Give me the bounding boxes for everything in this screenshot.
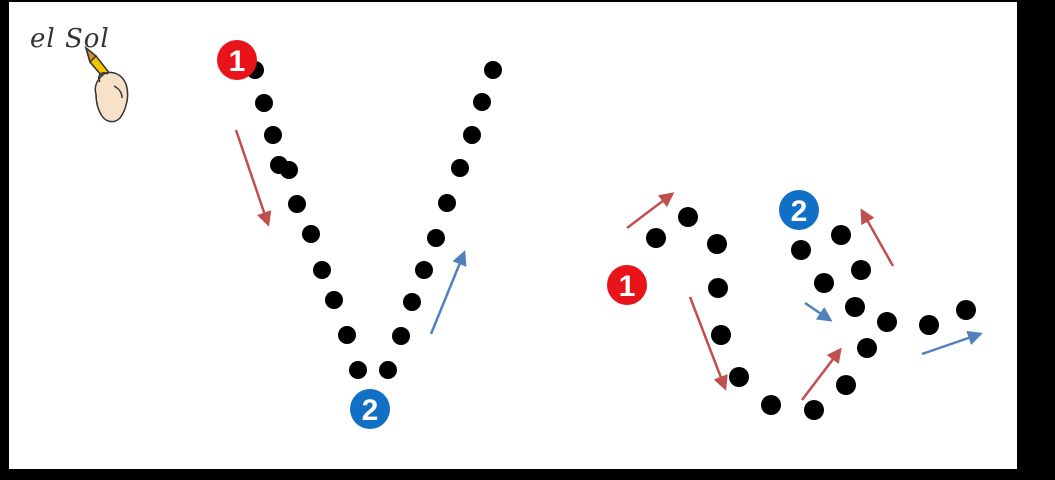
trace-dot <box>302 225 320 243</box>
trace-dot <box>484 61 502 79</box>
logo: el Sol <box>26 18 136 128</box>
trace-dot <box>956 300 976 320</box>
trace-dot <box>415 261 433 279</box>
trace-dot <box>313 261 331 279</box>
trace-dot <box>264 126 282 144</box>
arrow-red <box>860 208 895 267</box>
badge-number: 2 <box>362 394 379 427</box>
v-trace-dots <box>246 61 502 379</box>
trace-dot <box>280 161 298 179</box>
direction-arrows <box>234 129 983 401</box>
trace-dot <box>845 297 865 317</box>
credit-text: @salvimaestrica y @fono.imparte <box>1024 90 1047 390</box>
trace-dot <box>857 338 877 358</box>
trace-dot <box>814 273 834 293</box>
wave-trace-dots <box>646 207 976 420</box>
trace-dot <box>804 400 824 420</box>
arrow-blue <box>921 330 983 356</box>
trace-dot <box>473 93 491 111</box>
trace-dot <box>338 326 356 344</box>
trace-dot <box>646 228 666 248</box>
trace-dot <box>851 260 871 280</box>
start-badge-v: 1 <box>217 40 257 80</box>
end-badge-v: 2 <box>350 389 390 429</box>
badge-number: 1 <box>619 270 636 303</box>
arrow-blue <box>429 250 467 335</box>
trace-dot <box>379 361 397 379</box>
trace-dot <box>349 361 367 379</box>
trace-dot <box>403 293 421 311</box>
trace-dot <box>831 225 851 245</box>
trace-dot <box>707 234 727 254</box>
trace-dot <box>761 395 781 415</box>
arrow-red <box>234 129 272 227</box>
trace-dot <box>392 327 410 345</box>
badge-number: 1 <box>229 45 246 78</box>
trace-dot <box>729 367 749 387</box>
hand-writing-icon <box>84 45 129 123</box>
trace-dot <box>919 315 939 335</box>
arrow-red <box>688 296 728 391</box>
trace-dot <box>255 94 273 112</box>
trace-dot <box>463 126 481 144</box>
trace-dot <box>877 312 897 332</box>
arrow-red <box>626 192 675 229</box>
arrow-blue <box>804 301 833 322</box>
trace-dot <box>288 195 306 213</box>
trace-dot <box>708 278 728 298</box>
trace-dot <box>711 325 731 345</box>
trace-dot <box>325 291 343 309</box>
end-badge-wave: 2 <box>779 190 819 230</box>
logo-text: el Sol <box>30 24 110 54</box>
badge-number: 2 <box>791 195 808 228</box>
trace-dot <box>451 159 469 177</box>
arrow-red <box>801 347 842 401</box>
start-badge-wave: 1 <box>607 265 647 305</box>
trace-dot <box>791 240 811 260</box>
trace-dot <box>427 229 445 247</box>
trace-dot <box>678 207 698 227</box>
trace-dot <box>836 375 856 395</box>
trace-dot <box>438 194 456 212</box>
